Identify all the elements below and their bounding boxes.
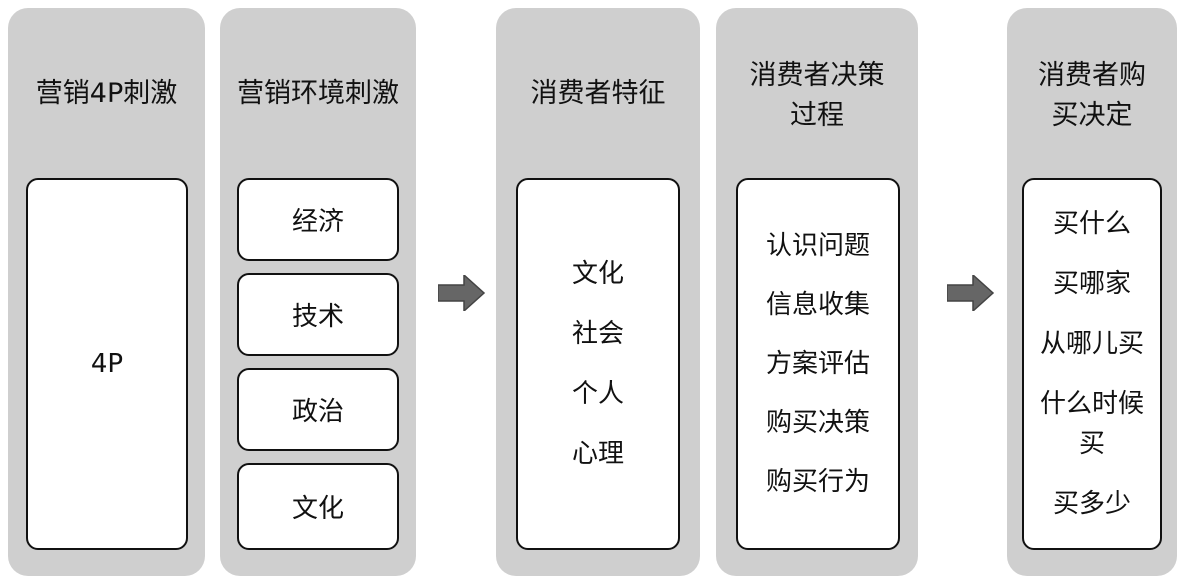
column-title: 营销4P刺激 (35, 78, 178, 109)
column-title: 营销环境刺激 (237, 78, 399, 109)
list-item: 购买行为 (765, 466, 870, 497)
column-purchase-decision: 消费者购 买决定 买什么 买哪家 从哪儿买 什么时候 买 买多少 (1007, 8, 1177, 576)
column-consumer-characteristics: 消费者特征 文化 社会 个人 心理 (496, 8, 700, 576)
list-item: 认识问题 (765, 230, 870, 261)
env-box-technology: 技术 (237, 273, 399, 356)
column-marketing-4p: 营销4P刺激 4P (8, 8, 205, 576)
list-item: 文化 (571, 259, 624, 289)
list-item: 社会 (571, 319, 624, 349)
list-item: 方案评估 (765, 348, 870, 379)
box-4p-label: 4P (90, 349, 124, 379)
column-title: 消费者决策 过程 (749, 60, 885, 131)
env-label: 经济 (291, 207, 344, 237)
characteristics-list: 文化 社会 个人 心理 (572, 180, 624, 548)
decision-box: 买什么 买哪家 从哪儿买 什么时候 买 买多少 (1022, 178, 1162, 550)
env-box-culture: 文化 (237, 463, 399, 550)
env-box-politics: 政治 (237, 368, 399, 451)
right-arrow-icon (947, 275, 995, 311)
list-item: 从哪儿买 (1039, 329, 1144, 359)
list-item: 心理 (571, 439, 624, 469)
env-box-economy: 经济 (237, 178, 399, 261)
box-4p: 4P (26, 178, 188, 550)
env-label: 文化 (291, 494, 344, 524)
list-item: 购买决策 (765, 407, 870, 438)
right-arrow-icon (438, 275, 486, 311)
decision-list: 买什么 买哪家 从哪儿买 什么时候 买 买多少 (1040, 180, 1144, 548)
list-item: 什么时候 买 (1039, 389, 1144, 459)
list-item: 买哪家 (1052, 269, 1131, 299)
process-list: 认识问题 信息收集 方案评估 购买决策 购买行为 (766, 180, 870, 548)
process-box: 认识问题 信息收集 方案评估 购买决策 购买行为 (736, 178, 900, 550)
column-title: 消费者购 买决定 (1038, 60, 1146, 131)
column-environment: 营销环境刺激 经济 技术 政治 文化 (220, 8, 416, 576)
list-item: 信息收集 (765, 289, 870, 320)
list-item: 买什么 (1052, 209, 1131, 239)
characteristics-box: 文化 社会 个人 心理 (516, 178, 680, 550)
list-item: 买多少 (1052, 489, 1131, 519)
env-label: 技术 (291, 302, 344, 332)
env-label: 政治 (291, 397, 344, 427)
column-title: 消费者特征 (530, 78, 666, 109)
column-decision-process: 消费者决策 过程 认识问题 信息收集 方案评估 购买决策 购买行为 (716, 8, 918, 576)
list-item: 个人 (571, 379, 624, 409)
